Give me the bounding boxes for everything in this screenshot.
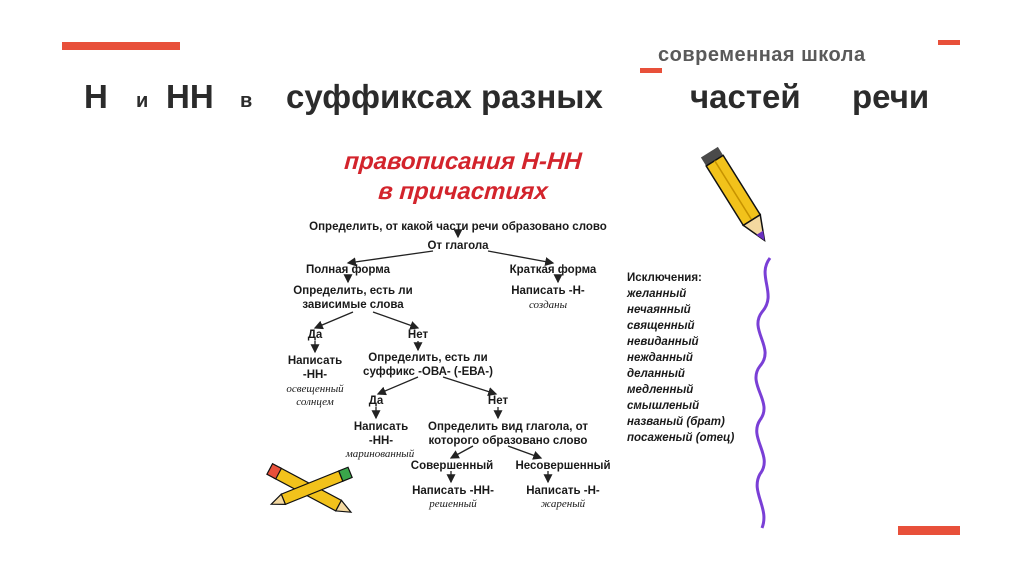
example-nn-1-line1: освещенный: [286, 383, 344, 395]
example-n-3: жареный: [540, 498, 586, 510]
answer-no-2: Нет: [487, 395, 509, 407]
write-nn-2-line1: Написать: [353, 421, 409, 433]
exception-item: нежданный: [627, 352, 693, 364]
write-nn-2: Написать -НН-: [346, 420, 416, 448]
check-dependents-line2: зависимые слова: [302, 299, 404, 311]
write-n-short: Написать -Н-: [511, 285, 585, 297]
title-part: в: [240, 90, 253, 112]
write-n-3: Написать -Н-: [526, 485, 600, 497]
step-define-part-of-speech: Определить, от какой части речи образова…: [309, 221, 607, 233]
answer-yes-2: Да: [368, 395, 384, 407]
perfective: Совершенный: [410, 460, 494, 472]
imperfective: Несовершенный: [515, 460, 611, 472]
check-suffix-line1: Определить, есть ли: [368, 352, 488, 364]
accent-bar-bottom-right: [898, 526, 960, 535]
title-part: частей: [690, 78, 801, 115]
full-form: Полная форма: [305, 264, 391, 276]
purple-squiggle-line: [754, 257, 772, 529]
crossed-pencils-icon: [266, 462, 353, 513]
write-nn-3: Написать -НН-: [412, 485, 494, 497]
check-dependents-line1: Определить, есть ли: [293, 285, 413, 297]
exception-item: посаженый (отец): [627, 432, 735, 444]
exception-item: деланный: [627, 368, 685, 380]
accent-bar-top-right-small: [640, 68, 662, 73]
title-part: суффиксах разных: [286, 78, 603, 115]
write-nn-1-line2: -НН-: [302, 369, 328, 381]
exceptions-title: Исключения:: [627, 272, 702, 284]
title-part: Н: [84, 78, 108, 115]
accent-bar-top-right: [938, 40, 960, 45]
from-verb: От глагола: [427, 240, 489, 252]
example-nn-3: решенный: [429, 498, 477, 510]
pencil-icon: [700, 146, 766, 243]
exception-item: желанный: [627, 288, 687, 300]
accent-bar-top-left: [62, 42, 180, 50]
example-nn-1-line2: солнцем: [296, 396, 334, 408]
write-nn-2-line2: -НН-: [368, 435, 394, 447]
rules-diagram: правописания Н-НН в причастиях: [258, 138, 782, 532]
answer-yes-1: Да: [307, 329, 323, 341]
check-aspect-line2: которого образовано слово: [428, 435, 588, 447]
write-nn-1: Написать -НН-: [280, 354, 350, 382]
example-nn-2: маринованный: [345, 448, 415, 460]
example-nn-1: освещенный солнцем: [270, 383, 360, 409]
check-suffix: Определить, есть ли суффикс -ОВА- (-ЕВА-…: [353, 351, 503, 379]
exception-item: нечаянный: [627, 304, 691, 316]
exception-item: невиданный: [627, 336, 699, 348]
title-part: НН: [166, 78, 214, 115]
exception-item: названый (брат): [627, 416, 725, 428]
page-title: Н и НН в суффиксах разных частей речи: [0, 78, 1024, 122]
check-aspect: Определить вид глагола, от которого обра…: [418, 420, 598, 448]
title-part: и: [136, 90, 149, 112]
check-suffix-line2: суффикс -ОВА- (-ЕВА-): [363, 366, 493, 378]
exception-item: смышленый: [627, 400, 700, 412]
short-form: Краткая форма: [509, 264, 597, 276]
example-short: созданы: [528, 299, 568, 311]
write-nn-1-line1: Написать: [287, 355, 343, 367]
diagram-arrows: [310, 229, 563, 484]
school-name: современная школа: [658, 44, 866, 66]
check-aspect-line1: Определить вид глагола, от: [428, 421, 588, 433]
exception-item: медленный: [627, 384, 694, 396]
check-dependents: Определить, есть ли зависимые слова: [288, 284, 418, 312]
exception-item: священный: [627, 320, 695, 332]
answer-no-1: Нет: [407, 329, 429, 341]
title-part: речи: [852, 78, 930, 115]
